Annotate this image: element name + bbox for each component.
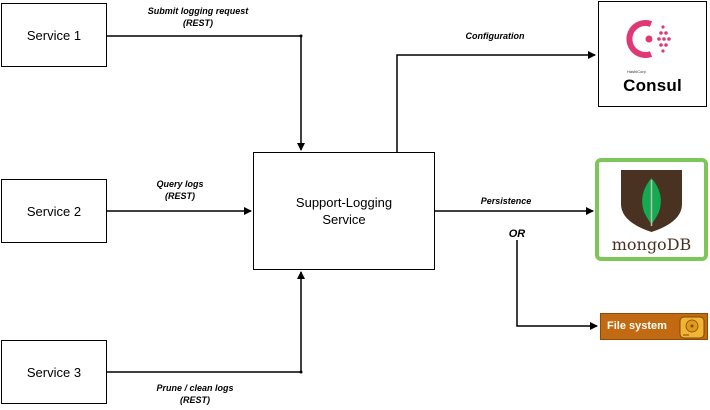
- service-2-label: Service 2: [26, 203, 82, 219]
- hard-drive-icon: [679, 316, 705, 339]
- query-logs-label: Query logs (REST): [140, 178, 220, 202]
- prune-label-line2: (REST): [180, 395, 210, 405]
- arrow-core-to-consul: [396, 51, 596, 152]
- mongodb-logo-box: mongoDB: [595, 158, 708, 261]
- service-3-label: Service 3: [26, 364, 82, 380]
- service-3-box: Service 3: [1, 340, 107, 404]
- arrow-service3-to-core: [107, 271, 305, 373]
- submit-label-line2: (REST): [183, 18, 213, 28]
- file-system-label: File system: [607, 320, 667, 332]
- query-label-line1: Query logs: [156, 179, 204, 189]
- support-logging-service-box: Support-Logging Service: [253, 152, 435, 270]
- consul-wordmark: Consul: [623, 76, 682, 95]
- query-label-line2: (REST): [165, 191, 195, 201]
- core-label-line2: Service: [322, 212, 366, 227]
- junction-dot: [299, 34, 303, 38]
- consul-logo-icon: [626, 20, 671, 58]
- service-1-label: Service 1: [26, 27, 82, 43]
- service-2-box: Service 2: [1, 179, 107, 243]
- arrow-service1-to-core: [107, 35, 305, 151]
- consul-vendor-text: HashiCorp: [627, 69, 646, 74]
- submit-logging-label: Submit logging request (REST): [128, 5, 268, 29]
- prune-logs-label: Prune / clean logs (REST): [140, 382, 250, 406]
- file-system-box: File system: [600, 313, 708, 340]
- or-label: OR: [508, 228, 526, 240]
- consul-logo-box: HashiCorp Consul: [598, 1, 707, 107]
- persistence-label: Persistence: [480, 196, 532, 206]
- service-1-box: Service 1: [1, 3, 107, 67]
- mongodb-wordmark: mongoDB: [611, 235, 692, 254]
- junction-dot: [299, 370, 303, 374]
- mongodb-leaf-icon: [621, 170, 682, 232]
- arrow-or-to-filesystem: [516, 240, 598, 330]
- prune-label-line1: Prune / clean logs: [156, 383, 234, 393]
- core-label-line1: Support-Logging: [295, 195, 393, 210]
- submit-label-line1: Submit logging request: [147, 6, 249, 16]
- configuration-label: Configuration: [465, 31, 525, 41]
